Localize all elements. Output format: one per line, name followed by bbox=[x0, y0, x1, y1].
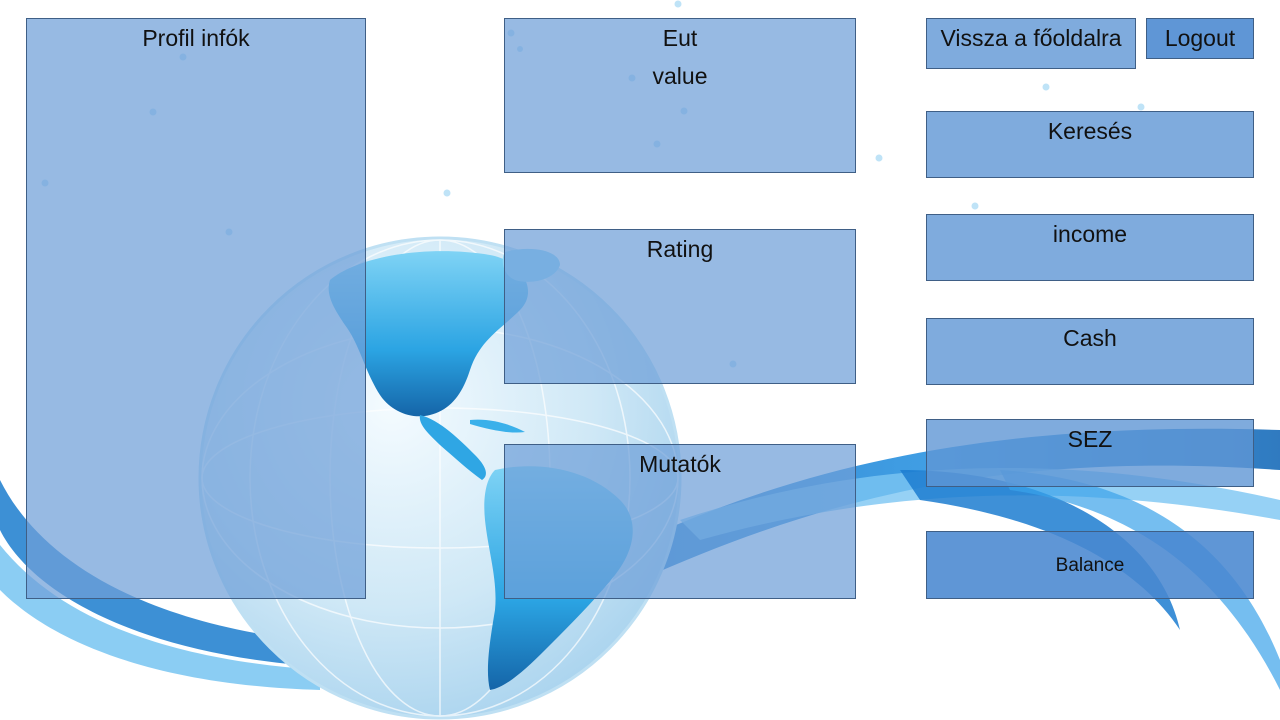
back-to-home-button[interactable]: Vissza a főoldalra bbox=[926, 18, 1136, 69]
balance-label: Balance bbox=[1055, 555, 1125, 576]
back-to-home-label: Vissza a főoldalra bbox=[940, 25, 1122, 51]
rating-title: Rating bbox=[646, 236, 714, 262]
mutatok-title: Mutatók bbox=[639, 451, 721, 477]
continent-north-america bbox=[328, 251, 529, 417]
sez-label: SEZ bbox=[1067, 426, 1113, 452]
profile-info-title: Profil infók bbox=[142, 25, 250, 51]
income-button[interactable]: income bbox=[926, 214, 1254, 281]
logout-button[interactable]: Logout bbox=[1146, 18, 1254, 59]
profile-info-panel: Profil infók bbox=[26, 18, 366, 599]
cash-button[interactable]: Cash bbox=[926, 318, 1254, 385]
caribbean-islands bbox=[470, 419, 525, 433]
logout-label: Logout bbox=[1164, 25, 1236, 51]
balance-button[interactable]: Balance bbox=[926, 531, 1254, 599]
swoosh-shape bbox=[0, 545, 320, 690]
eut-title: Eut bbox=[662, 25, 698, 51]
eut-value: value bbox=[652, 63, 708, 89]
rating-panel: Rating bbox=[504, 229, 856, 384]
cash-label: Cash bbox=[1063, 325, 1117, 351]
eut-panel: Eut value bbox=[504, 18, 856, 173]
sez-button[interactable]: SEZ bbox=[926, 419, 1254, 487]
mutatok-panel: Mutatók bbox=[504, 444, 856, 599]
continent-central-america bbox=[419, 415, 486, 480]
search-button[interactable]: Keresés bbox=[926, 111, 1254, 178]
income-label: income bbox=[1052, 221, 1128, 247]
search-label: Keresés bbox=[1047, 118, 1133, 144]
